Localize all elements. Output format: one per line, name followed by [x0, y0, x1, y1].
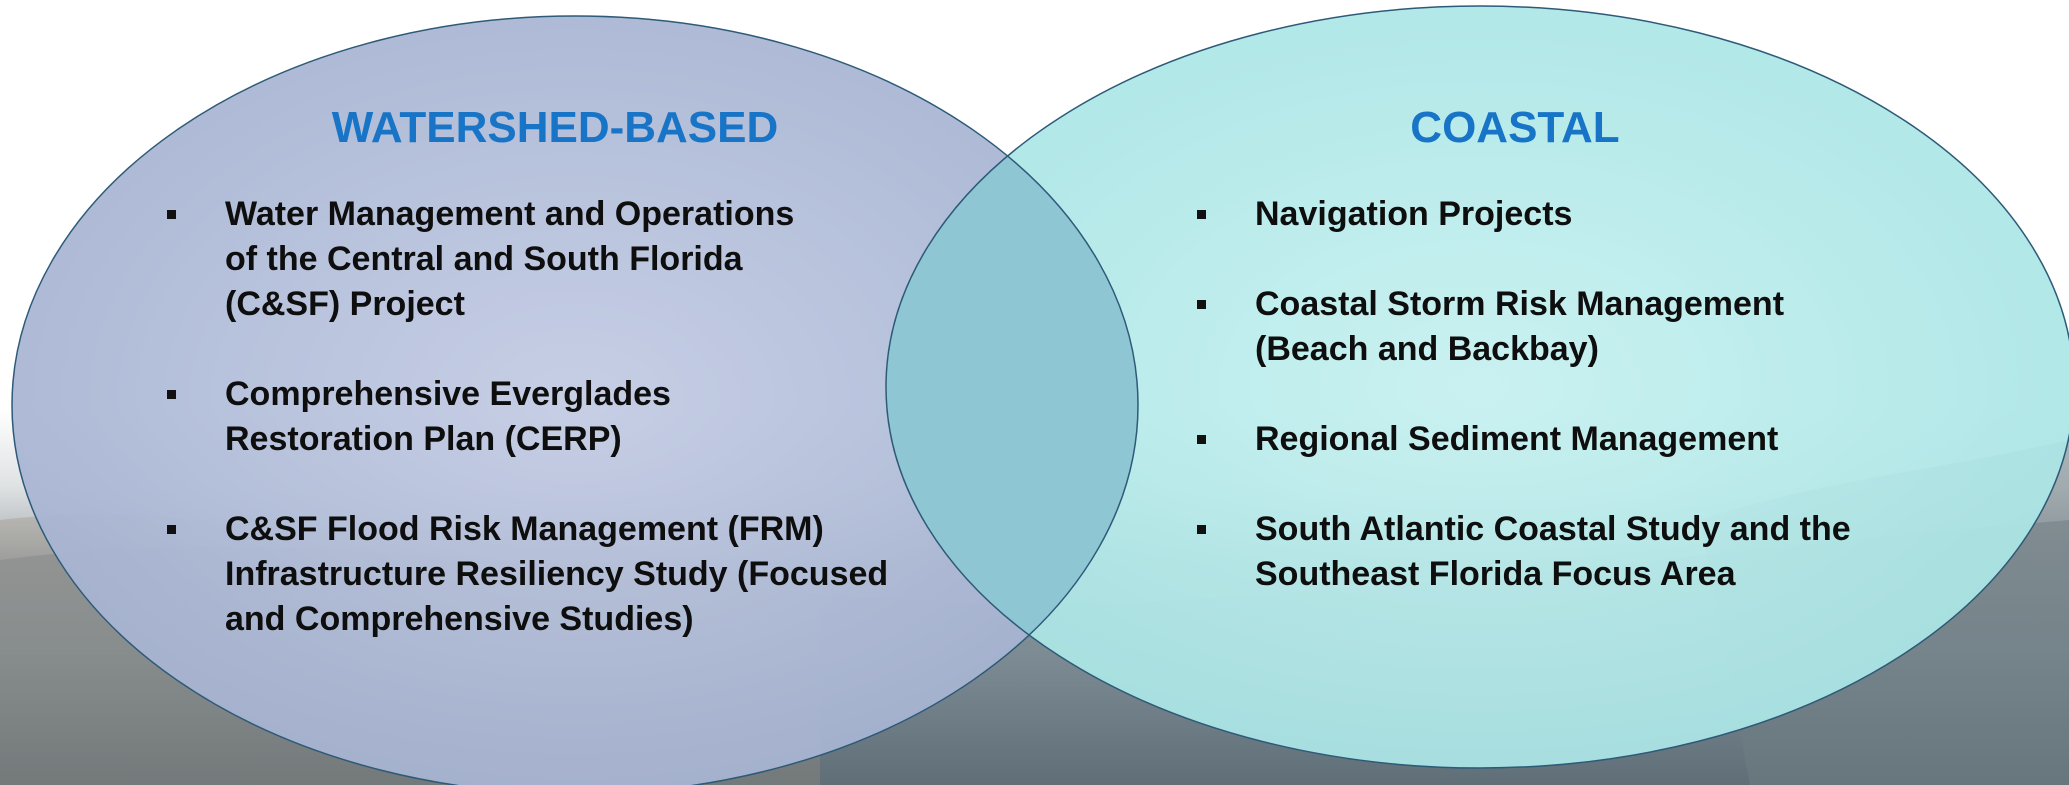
list-item-text: South Atlantic Coastal Study and the Sou…: [1255, 510, 1851, 593]
coastal-circle: [886, 6, 2069, 768]
watershed-based-heading: WATERSHED-BASED: [331, 103, 779, 152]
list-item: South Atlantic Coastal Study and the Sou…: [1197, 507, 1851, 597]
square-bullet-icon: [167, 210, 176, 219]
square-bullet-icon: [1197, 210, 1206, 219]
square-bullet-icon: [167, 390, 176, 399]
square-bullet-icon: [1197, 525, 1206, 534]
square-bullet-icon: [1197, 300, 1206, 309]
square-bullet-icon: [1197, 435, 1206, 444]
list-item-text: C&SF Flood Risk Management (FRM) Infrast…: [225, 510, 889, 638]
watershed-circle: [12, 16, 1138, 785]
coastal-heading: COASTAL: [1410, 103, 1620, 152]
list-item: C&SF Flood Risk Management (FRM) Infrast…: [167, 507, 888, 642]
list-item: Coastal Storm Risk Management (Beach and…: [1197, 282, 1784, 372]
list-item-text: Regional Sediment Management: [1255, 420, 1779, 458]
list-item: Water Management and Operations of the C…: [167, 192, 794, 327]
list-item-text: Water Management and Operations of the C…: [225, 195, 795, 323]
list-item-text: Comprehensive Everglades Restoration Pla…: [225, 375, 671, 458]
list-item: Regional Sediment Management: [1197, 417, 1778, 462]
list-item: Navigation Projects: [1197, 192, 1572, 237]
list-item-text: Coastal Storm Risk Management (Beach and…: [1255, 285, 1785, 368]
list-item-text: Navigation Projects: [1255, 195, 1573, 233]
square-bullet-icon: [167, 525, 176, 534]
list-item: Comprehensive Everglades Restoration Pla…: [167, 372, 671, 462]
